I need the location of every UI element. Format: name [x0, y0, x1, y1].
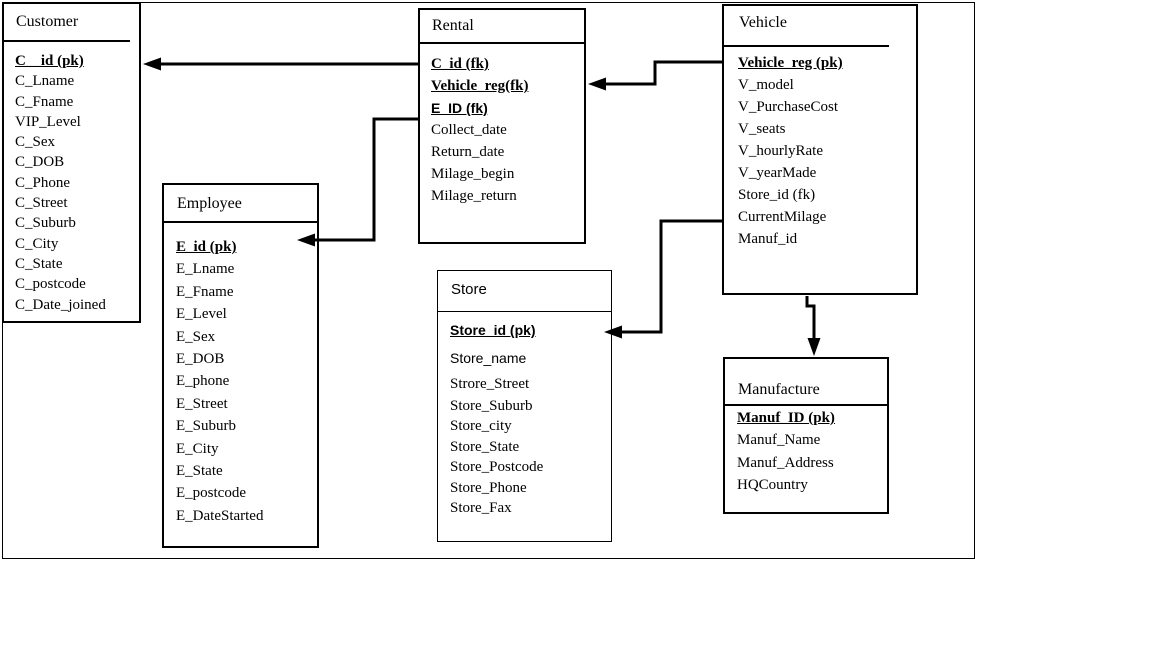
field-row: Vehicle_reg (pk) [738, 55, 843, 71]
field-row: Store_id (fk) [738, 187, 816, 203]
entity-vehicle-fields: Vehicle_reg (pk) V_model V_PurchaseCost … [738, 52, 914, 250]
entity-employee-title: Employee [177, 195, 242, 212]
field-row: C_State [15, 255, 63, 272]
field-row: Store_Postcode [450, 459, 544, 475]
field-row: Store_name [450, 349, 527, 366]
entity-manufacture-fields: Manuf_ID (pk) Manuf_Name Manuf_Address H… [737, 407, 885, 496]
field-row: E_DOB [176, 351, 225, 368]
field-row: E_ID (fk) [431, 100, 488, 116]
entity-store-title: Store [451, 281, 487, 298]
field-row: E_postcode [176, 485, 246, 502]
entity-employee: Employee E_id (pk) E_Lname E_Fname E_Lev… [162, 183, 319, 548]
field-row: HQCountry [737, 476, 808, 493]
field-row: C_Phone [15, 174, 71, 191]
field-row: Store_Fax [450, 500, 512, 516]
field-row: C_DOB [15, 154, 65, 171]
field-row: E_DateStarted [176, 507, 264, 524]
field-row: C_Suburb [15, 215, 76, 232]
entity-store: Store Store_id (pk) Store_name Strore_St… [437, 270, 612, 542]
field-row: E_Fname [176, 283, 234, 300]
field-row: V_seats [738, 121, 786, 137]
field-row: E_phone [176, 373, 230, 390]
field-row: C_Fname [15, 93, 74, 110]
entity-store-title-separator [438, 311, 611, 312]
field-row: C_Street [15, 195, 68, 212]
entity-manufacture-title-separator [725, 404, 887, 406]
entity-customer-title-separator [4, 40, 130, 42]
field-row: V_hourlyRate [738, 143, 823, 159]
field-row: CurrentMilage [738, 209, 827, 225]
field-row: E_State [176, 463, 223, 480]
entity-manufacture-title: Manufacture [738, 381, 820, 398]
field-row: C_id (fk) [431, 56, 489, 72]
field-row: Store_id (pk) [450, 322, 536, 338]
field-row: E_Sex [176, 328, 216, 345]
entity-rental-title: Rental [432, 17, 474, 34]
field-row: C_Date_joined [15, 296, 106, 313]
field-row: E_Suburb [176, 418, 236, 435]
field-row: Milage_return [431, 188, 517, 204]
field-row: C_City [15, 235, 59, 252]
field-row: E_Level [176, 306, 227, 323]
field-row: Manuf_Address [737, 454, 834, 471]
field-row: V_PurchaseCost [738, 99, 838, 115]
field-row: V_yearMade [738, 165, 817, 181]
field-row: E_City [176, 440, 219, 457]
field-row: Milage_begin [431, 166, 515, 182]
field-row: Store_Suburb [450, 397, 533, 414]
entity-store-fields: Store_id (pk) Store_name Strore_Street S… [450, 320, 609, 519]
field-row: Store_Phone [450, 479, 527, 496]
entity-employee-title-separator [164, 221, 317, 223]
entity-vehicle-title: Vehicle [739, 14, 787, 31]
field-row: C__id (pk) [15, 53, 84, 69]
field-row: Store_State [450, 438, 520, 455]
entity-rental-title-separator [420, 42, 584, 44]
field-row: E_Street [176, 395, 228, 412]
field-row: V_model [738, 77, 794, 93]
entity-vehicle-title-separator [724, 45, 889, 47]
entity-customer: Customer C__id (pk) C_Lname C_Fname VIP_… [2, 2, 141, 323]
field-row: C_Sex [15, 134, 56, 151]
entity-customer-fields: C__id (pk) C_Lname C_Fname VIP_Level C_S… [15, 51, 137, 315]
entity-manufacture: Manufacture Manuf_ID (pk) Manuf_Name Man… [723, 357, 889, 514]
entity-customer-title: Customer [16, 13, 79, 30]
field-row: Manuf_id [738, 231, 798, 247]
field-row: VIP_Level [15, 113, 81, 130]
entity-vehicle: Vehicle Vehicle_reg (pk) V_model V_Purch… [722, 4, 918, 295]
entity-rental: Rental C_id (fk) Vehicle_reg(fk) E_ID (f… [418, 8, 586, 244]
field-row: Store_city [450, 418, 512, 434]
field-row: C_Lname [15, 73, 75, 90]
entity-employee-fields: E_id (pk) E_Lname E_Fname E_Level E_Sex … [176, 236, 315, 527]
field-row: E_id (pk) [176, 239, 237, 255]
field-row: Strore_Street [450, 376, 530, 392]
field-row: Manuf_ID (pk) [737, 410, 835, 426]
field-row: C_postcode [15, 276, 86, 293]
field-row: Return_date [431, 144, 505, 160]
field-row: Vehicle_reg(fk) [431, 78, 529, 94]
field-row: Manuf_Name [737, 432, 821, 449]
field-row: Collect_date [431, 122, 507, 138]
field-row: E_Lname [176, 261, 235, 278]
entity-rental-fields: C_id (fk) Vehicle_reg(fk) E_ID (fk) Coll… [431, 53, 582, 207]
